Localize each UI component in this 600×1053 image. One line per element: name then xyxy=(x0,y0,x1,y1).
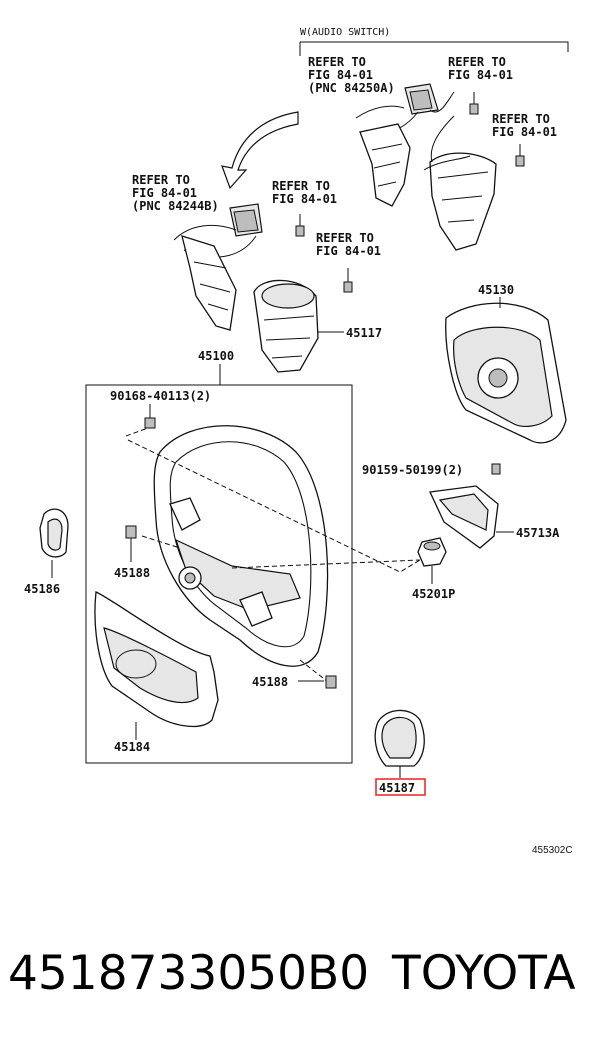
part-label-90159: 90159-50199(2) xyxy=(362,463,463,477)
callout-line: FIG 84-01 xyxy=(132,186,197,200)
callout-upper-right: REFER TO FIG 84-01 xyxy=(448,55,513,82)
callout-line: (PNC 84244B) xyxy=(132,199,219,213)
callout-line: REFER TO xyxy=(492,112,550,126)
footer-brand: TOYOTA xyxy=(392,946,576,1001)
switch-45713a: 45713A xyxy=(429,485,560,549)
callout-line: FIG 84-01 xyxy=(308,68,373,82)
part-label-45201p: 45201P xyxy=(412,587,455,601)
part-label-45130: 45130 xyxy=(478,283,514,297)
callout-line: FIG 84-01 xyxy=(272,192,337,206)
bolt-icon xyxy=(491,463,501,475)
screw-icon xyxy=(515,155,525,167)
assembly-guide-lines xyxy=(127,439,421,683)
footer-part-number: 4518733050B0 xyxy=(8,946,370,1001)
screw-icon xyxy=(295,225,305,237)
callout-right-screw: REFER TO FIG 84-01 xyxy=(492,112,557,139)
part-label-45188-right: 45188 xyxy=(252,675,288,689)
airbag-45130: 45130 xyxy=(445,283,567,444)
part-label-90168: 90168-40113(2) xyxy=(110,389,211,403)
callout-line: REFER TO xyxy=(132,173,190,187)
figure-code: 455302C xyxy=(532,845,573,856)
callout-mid-screw: REFER TO FIG 84-01 xyxy=(272,179,337,206)
screw-icon xyxy=(469,103,479,115)
steering-wheel xyxy=(153,425,329,667)
cover-45186: 45186 xyxy=(24,508,69,596)
screw-45188-right: 45188 xyxy=(252,675,337,689)
highlight-box xyxy=(375,778,426,796)
callout-line: FIG 84-01 xyxy=(448,68,513,82)
assembly-arrow xyxy=(221,111,299,190)
callout-pnc-84250a: REFER TO FIG 84-01 (PNC 84250A) xyxy=(308,55,395,95)
callout-line: FIG 84-01 xyxy=(316,244,381,258)
part-label-45117: 45117 xyxy=(346,326,382,340)
screw-45188-left: 45188 xyxy=(114,525,150,580)
callout-line: (PNC 84250A) xyxy=(308,81,395,95)
part-label-45188-left: 45188 xyxy=(114,566,150,580)
steering-wheel-frame-45100: 45100 xyxy=(85,349,353,764)
callout-line: FIG 84-01 xyxy=(492,125,557,139)
screw-icon xyxy=(325,675,337,689)
bolt-icon xyxy=(144,417,156,429)
callout-line: REFER TO xyxy=(316,231,374,245)
left-switch-assembly xyxy=(173,203,305,331)
bolt-90168: 90168-40113(2) xyxy=(110,389,211,437)
part-label-45713a: 45713A xyxy=(516,526,560,540)
spiral-cable-45117: 45117 xyxy=(253,268,382,373)
callout-lower-screw: REFER TO FIG 84-01 xyxy=(316,231,381,258)
screw-icon xyxy=(125,525,137,539)
cover-45187: 45187 xyxy=(374,709,426,796)
nut-45201p: 45201P xyxy=(412,537,455,601)
screw-icon xyxy=(343,281,353,293)
audio-switch-label: W(AUDIO SWITCH) xyxy=(300,27,390,38)
part-label-45187: 45187 xyxy=(379,781,415,795)
callout-line: REFER TO xyxy=(272,179,330,193)
part-label-45186: 45186 xyxy=(24,582,60,596)
callout-line: REFER TO xyxy=(308,55,366,69)
callout-pnc-84244b: REFER TO FIG 84-01 (PNC 84244B) xyxy=(132,173,219,213)
callout-line: REFER TO xyxy=(448,55,506,69)
bolt-90159: 90159-50199(2) xyxy=(362,463,501,477)
audio-switch-assembly xyxy=(355,83,525,251)
part-label-45184: 45184 xyxy=(114,740,150,754)
part-label-45100: 45100 xyxy=(198,349,234,363)
audio-switch-bracket: W(AUDIO SWITCH) xyxy=(299,27,569,56)
lower-cover-45184: 45184 xyxy=(94,591,219,754)
